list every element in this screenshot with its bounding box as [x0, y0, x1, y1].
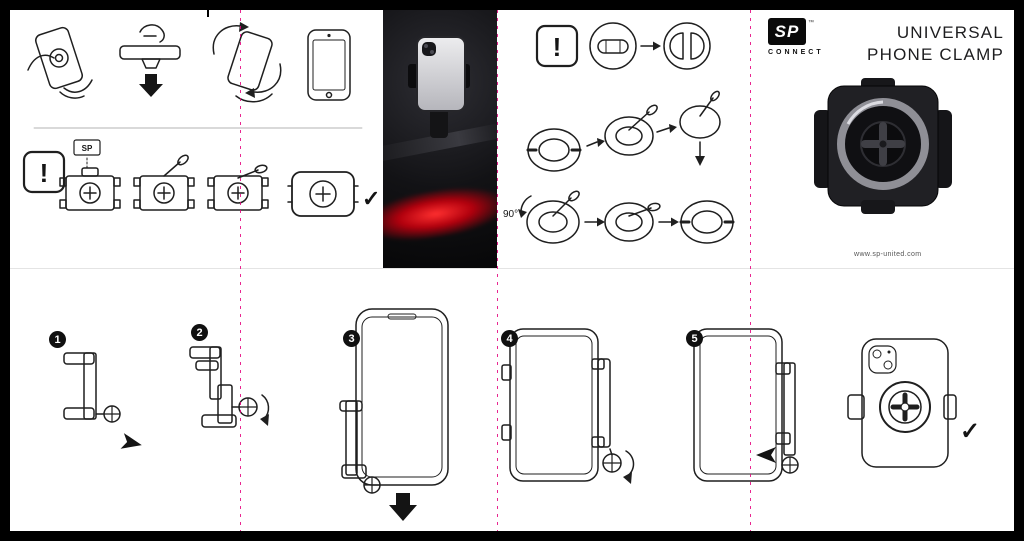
fold-line-3: [750, 10, 751, 531]
step-number-1: 1: [54, 333, 61, 346]
step3-insert-phone-diagram: [339, 308, 449, 521]
mount-plate-step3-icon: [207, 164, 269, 211]
sp-part-tag: [73, 139, 101, 169]
step-number-2: 2: [196, 326, 203, 339]
clamp-bottom-tab: [861, 200, 895, 214]
phone-front-icon: [307, 29, 351, 101]
arrow-head: [669, 124, 677, 133]
adapter-front-circle: [589, 22, 637, 70]
mount-plate-step2-icon: [133, 154, 195, 211]
panel-usage-pictograms: ! SP ✓: [10, 10, 383, 268]
step-badge-4: 4: [501, 330, 518, 347]
mount-center-dot: [879, 140, 887, 148]
tail-light-glow: [383, 180, 497, 246]
sp-logo-text: SP: [774, 21, 800, 41]
product-title: UNIVERSAL PHONE CLAMP: [867, 22, 1004, 66]
clamp-arm-left-photo: [408, 64, 418, 88]
mount-plate-step1-icon: [59, 167, 121, 211]
step-number-5: 5: [691, 332, 698, 345]
sp-logo: SP: [768, 18, 806, 45]
panel-lifestyle-photo: [383, 10, 497, 268]
arrow-head: [518, 209, 527, 218]
adapter-rotated-circle: [663, 22, 711, 70]
fold-line-2: [497, 10, 498, 531]
arrow-head: [695, 156, 705, 166]
arrow-head: [597, 138, 605, 147]
product-title-line2: PHONE CLAMP: [867, 45, 1004, 65]
website-url: www.sp-united.com: [854, 251, 922, 258]
rotate-90-label: 90°: [503, 209, 518, 220]
disc-lever-up-2: [679, 90, 721, 139]
step5-press-clamp-diagram: [693, 328, 799, 482]
disc-flat-1: [526, 128, 582, 172]
registration-mark: [207, 10, 209, 17]
product-render: [814, 78, 952, 214]
step-badge-5: 5: [686, 330, 703, 347]
step-number-4: 4: [506, 332, 513, 345]
warning-box-2: [535, 24, 579, 68]
twist-phone-icon: [212, 22, 282, 103]
checkmark-bottom: ✓: [960, 418, 980, 445]
connect-wordmark: CONNECT: [768, 49, 824, 56]
step-badge-1: 1: [49, 331, 66, 348]
panel-adapter-diagrams: ! 90°: [497, 10, 750, 268]
leaflet-inner: ! SP ✓: [10, 10, 1014, 531]
rotate-arrow: [520, 195, 532, 213]
section-divider: [10, 268, 1014, 269]
product-title-line1: UNIVERSAL: [896, 23, 1004, 42]
arrow-line: [656, 127, 670, 133]
panel-cover: SP ™ CONNECT UNIVERSAL PHONE CLAMP: [750, 10, 1014, 268]
step-number-3: 3: [348, 332, 355, 345]
mount-plate-final-icon: [287, 171, 359, 217]
ring-highlight: [846, 100, 884, 125]
step4-tighten-diagram: [501, 328, 635, 484]
warning-box: [22, 150, 66, 194]
trademark-symbol: ™: [808, 20, 814, 26]
arrow-head: [671, 217, 679, 227]
checkmark-top: ✓: [362, 186, 380, 211]
assembly-steps-art: ✓: [63, 308, 980, 521]
panel-assembly-steps: 1 2 3 4 5: [10, 281, 1014, 531]
step-badge-3: 3: [343, 330, 360, 347]
disc-lever-angled: [526, 190, 580, 244]
arrow-line: [586, 141, 598, 147]
step2-clamp-open-diagram: [189, 346, 270, 428]
phone-camera-photo: [422, 42, 436, 56]
disc-lever-up-1: [604, 104, 658, 156]
warning-mark-2: !: [553, 32, 562, 62]
phone-photo-shape: [416, 36, 466, 112]
sp-tag-label: SP: [82, 144, 93, 153]
press-down-icon: [119, 24, 181, 97]
step1-clamp-diagram: [63, 352, 142, 449]
warning-mark: !: [40, 158, 49, 188]
mount-stem-photo-shape: [430, 108, 448, 138]
fold-line-1: [240, 10, 241, 531]
final-result-diagram: [847, 338, 957, 468]
usage-pictograms-art: ! SP ✓: [22, 22, 380, 217]
disc-locked: [679, 200, 735, 244]
adapter-diagrams-art: ! 90°: [503, 22, 735, 244]
attach-phone-icon: [27, 26, 93, 99]
step-badge-2: 2: [191, 324, 208, 341]
arrow-head: [597, 217, 605, 227]
arrow-head: [653, 41, 661, 51]
disc-lever-closing: [604, 202, 661, 242]
